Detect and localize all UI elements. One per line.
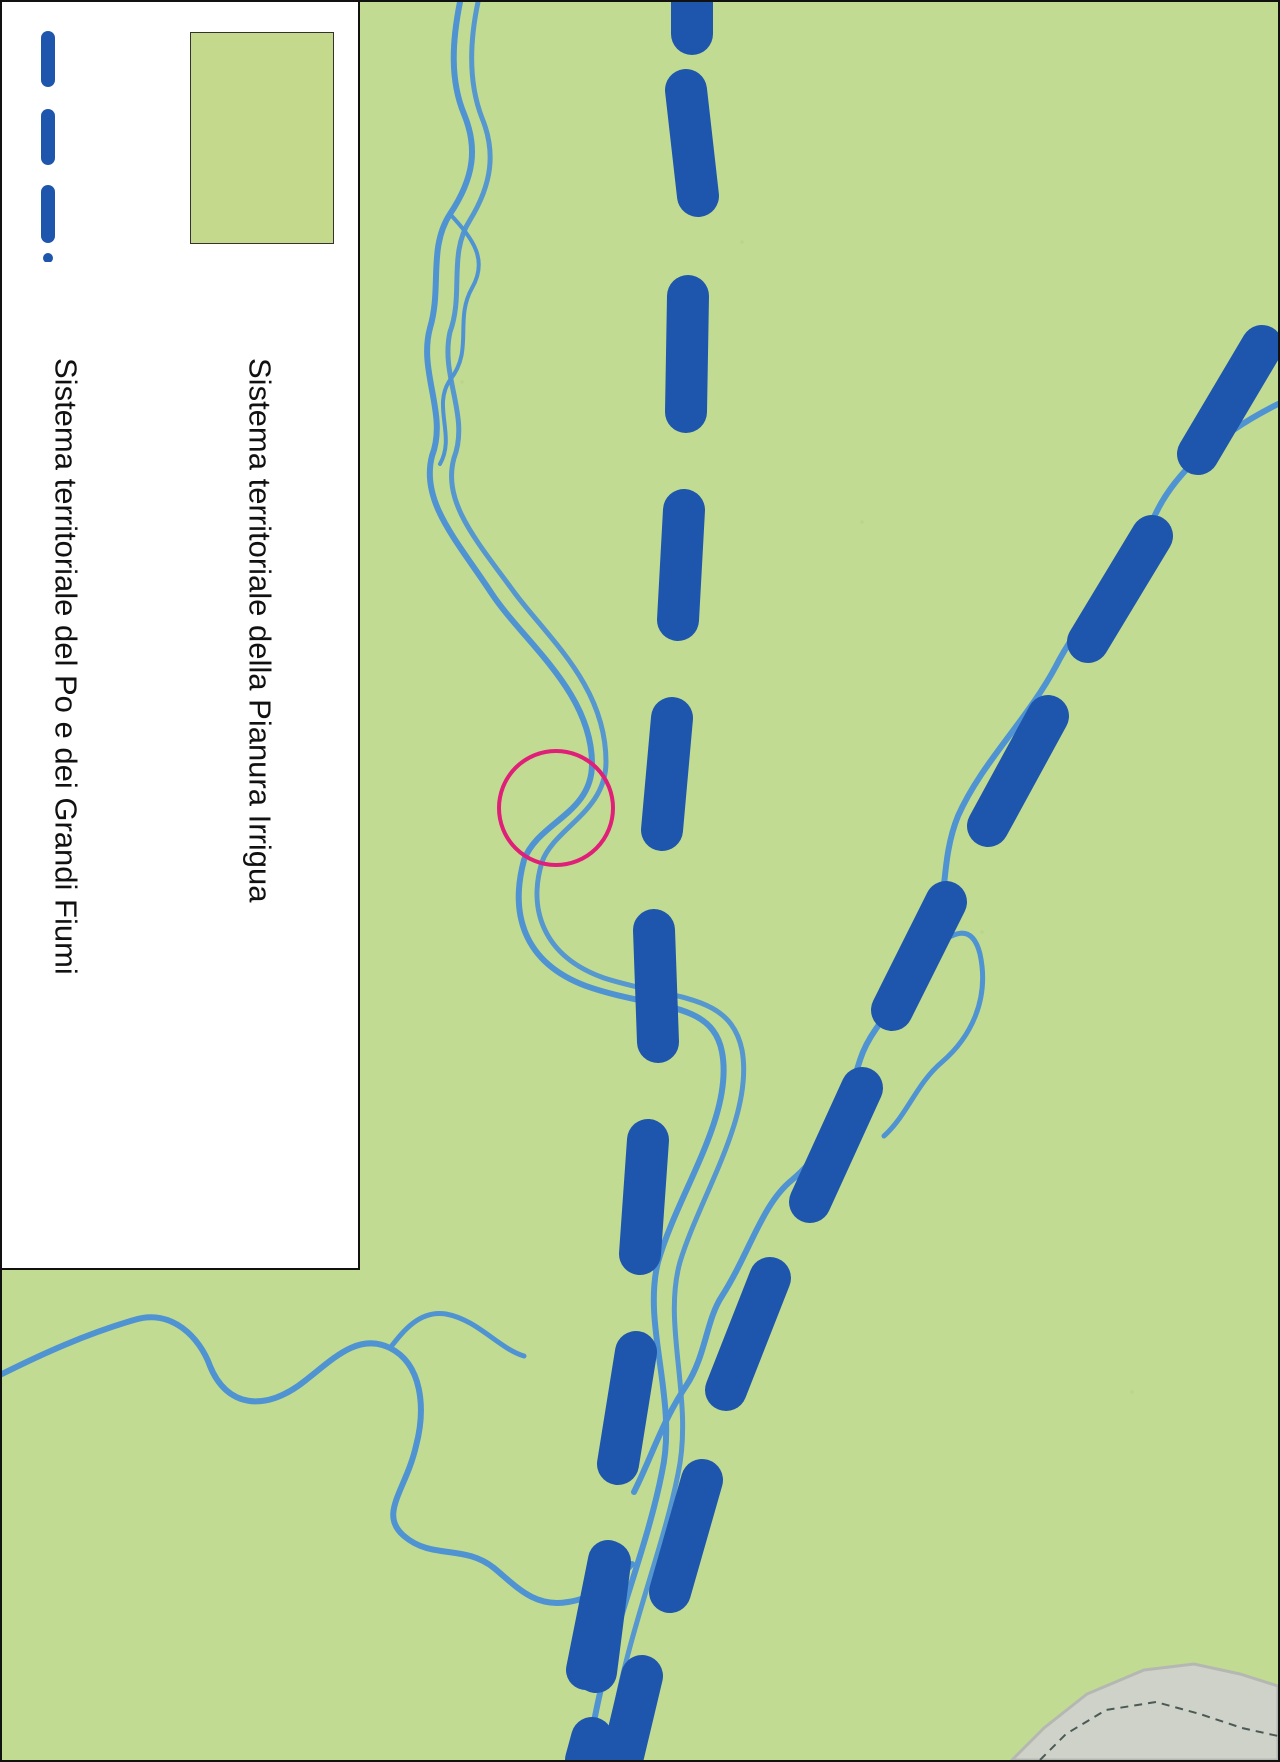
po-boundary-segment [597,1331,657,1485]
pianura-irrigua-swatch [190,32,334,244]
po-boundary-segment [601,1655,663,1760]
po-boundary-diagonal [601,325,1278,1760]
po-boundary-segment [789,1067,883,1223]
legend-label-pianura-irrigua: Sistema territoriale della Pianura Irrig… [242,358,278,903]
po-boundary-segment [641,697,693,851]
main-river-left [424,2,727,1760]
po-boundary-segment [705,1257,791,1411]
po-boundary-segment [665,275,709,433]
po-boundary-segment [871,881,967,1031]
river-braid-upper [438,212,481,466]
po-boundary-segment [649,1459,723,1613]
po-boundary-segment [665,69,719,217]
po-boundary-segment [1067,515,1173,663]
po-boundary-segment [565,1717,613,1760]
west-tributary-branch [387,1311,527,1359]
po-boundary-segment [657,489,705,641]
west-tributary [2,1314,635,1606]
legend-panel: Sistema territoriale della Pianura Irrig… [2,2,360,1270]
po-boundary-segment [633,909,679,1063]
east-tributary-loop [881,930,986,1139]
urban-area [1009,1662,1278,1760]
po-boundary-segment [566,1540,628,1690]
po-boundary-lower-left [566,1540,628,1690]
location-marker[interactable] [497,749,615,867]
legend-label-po-grandi-fiumi: Sistema territoriale del Po e dei Grandi… [48,358,84,975]
po-boundary-segment [619,1119,669,1275]
main-river-right [445,2,747,1760]
po-boundary-segment [1177,325,1278,475]
po-grandi-fiumi-symbol [41,31,55,262]
po-boundary-segment [967,695,1069,847]
